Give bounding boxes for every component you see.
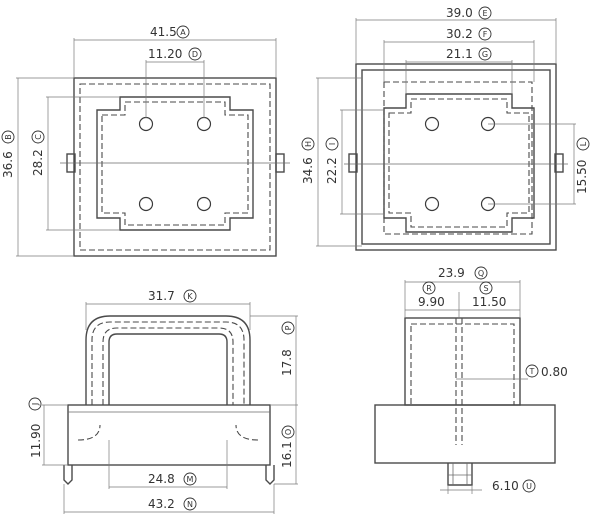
bl-pin-right <box>265 465 275 485</box>
dim-marker-C <box>31 130 45 144</box>
bl-u-dash-inner <box>102 327 234 405</box>
dim-value-O: 16.1 <box>280 441 294 468</box>
svg-text:G: G <box>482 50 488 59</box>
view-top-left: 41.5 A 11.20 D 36.6 B 28.2 C <box>1 25 290 257</box>
tr-center-plate <box>383 93 535 233</box>
dim-marker-B <box>1 130 15 144</box>
dim-value-S: 11.50 <box>472 295 506 309</box>
tr-hole <box>424 116 440 132</box>
dim-value-C: 28.2 <box>31 149 45 176</box>
tr-hole <box>424 196 440 212</box>
dim-marker-J <box>28 397 42 411</box>
dim-marker-E <box>478 6 492 20</box>
svg-text:I: I <box>328 143 337 145</box>
dim-value-G: 21.1 <box>446 47 473 61</box>
dim-marker-I <box>325 137 339 151</box>
dim-value-N: 43.2 <box>148 497 175 511</box>
dim-value-U: 6.10 <box>492 479 519 493</box>
svg-text:J: J <box>31 403 40 406</box>
svg-text:F: F <box>483 30 488 39</box>
bl-base-curve-right <box>235 424 259 441</box>
dim-marker-S <box>479 281 493 295</box>
tl-hole <box>138 116 154 132</box>
dim-marker-D <box>188 47 202 61</box>
svg-text:E: E <box>482 9 487 18</box>
dim-marker-P <box>281 321 295 335</box>
dim-value-L: 15.50 <box>575 160 589 194</box>
svg-text:H: H <box>304 141 313 147</box>
dim-value-E: 39.0 <box>446 6 473 20</box>
tl-hole <box>196 116 212 132</box>
svg-text:B: B <box>4 134 13 140</box>
svg-text:Q: Q <box>478 269 484 278</box>
dim-value-B: 36.6 <box>1 151 15 178</box>
dim-value-R: 9.90 <box>418 295 445 309</box>
svg-text:T: T <box>529 367 535 376</box>
svg-text:A: A <box>180 28 186 37</box>
dim-marker-K <box>183 289 197 303</box>
view-bottom-right: 23.9 Q 9.90 R 11.50 S T 0.80 6.10 U <box>374 266 568 494</box>
svg-text:L: L <box>579 141 588 146</box>
dim-marker-U <box>522 479 536 493</box>
tl-center-plate-inner <box>101 101 249 226</box>
dim-value-J: 11.90 <box>29 424 43 458</box>
dim-value-K: 31.7 <box>148 289 175 303</box>
dim-value-H: 34.6 <box>301 157 315 184</box>
dim-marker-F <box>478 27 492 41</box>
svg-text:S: S <box>483 284 488 293</box>
svg-text:P: P <box>284 325 293 330</box>
dim-value-T: 0.80 <box>541 365 568 379</box>
bl-base-curve-left <box>77 424 101 441</box>
dim-value-F: 30.2 <box>446 27 473 41</box>
svg-text:M: M <box>187 475 194 484</box>
tl-hole <box>196 196 212 212</box>
dim-marker-M <box>183 472 197 486</box>
dim-value-P: 17.8 <box>280 349 294 376</box>
dim-value-A: 41.5 <box>150 25 177 39</box>
dim-value-Q: 23.9 <box>438 266 465 280</box>
dim-marker-N <box>183 497 197 511</box>
dim-marker-G <box>478 47 492 61</box>
bl-u-inner <box>108 333 228 405</box>
br-base <box>374 404 556 464</box>
bl-base <box>67 404 271 466</box>
tl-center-plate <box>96 96 254 231</box>
view-top-right: 39.0 E 30.2 F 21.1 G 34.6 H 22.2 I <box>301 6 590 251</box>
tr-inner-frame <box>361 69 551 245</box>
svg-text:C: C <box>34 134 43 140</box>
dim-marker-Q <box>474 266 488 280</box>
tr-pin-left <box>348 153 358 173</box>
dim-marker-A <box>176 25 190 39</box>
dim-value-M: 24.8 <box>148 472 175 486</box>
svg-text:K: K <box>187 292 193 301</box>
dim-marker-H <box>301 137 315 151</box>
tr-pin-right <box>554 153 564 173</box>
dim-marker-O <box>281 425 295 439</box>
tr-outer-frame <box>355 63 557 251</box>
svg-text:D: D <box>192 50 198 59</box>
dim-marker-T <box>525 364 539 378</box>
svg-text:R: R <box>426 284 432 293</box>
svg-text:O: O <box>284 429 293 435</box>
svg-text:N: N <box>187 500 193 509</box>
dim-marker-L <box>576 137 590 151</box>
br-tab <box>447 463 473 486</box>
bl-u-dash-outer <box>91 321 245 405</box>
tr-center-plate-inner <box>388 98 530 228</box>
dim-value-I: 22.2 <box>325 157 339 184</box>
svg-text:U: U <box>526 482 532 491</box>
dim-value-D: 11.20 <box>148 47 182 61</box>
bl-u-outer <box>85 315 251 405</box>
bl-pin-left <box>63 465 73 485</box>
tl-hole <box>138 196 154 212</box>
tl-dashed-frame <box>79 83 271 251</box>
view-bottom-left: 31.7 K 17.8 P 16.1 O 11.90 J 24.8 M 43.2 <box>28 289 298 514</box>
dim-marker-R <box>422 281 436 295</box>
